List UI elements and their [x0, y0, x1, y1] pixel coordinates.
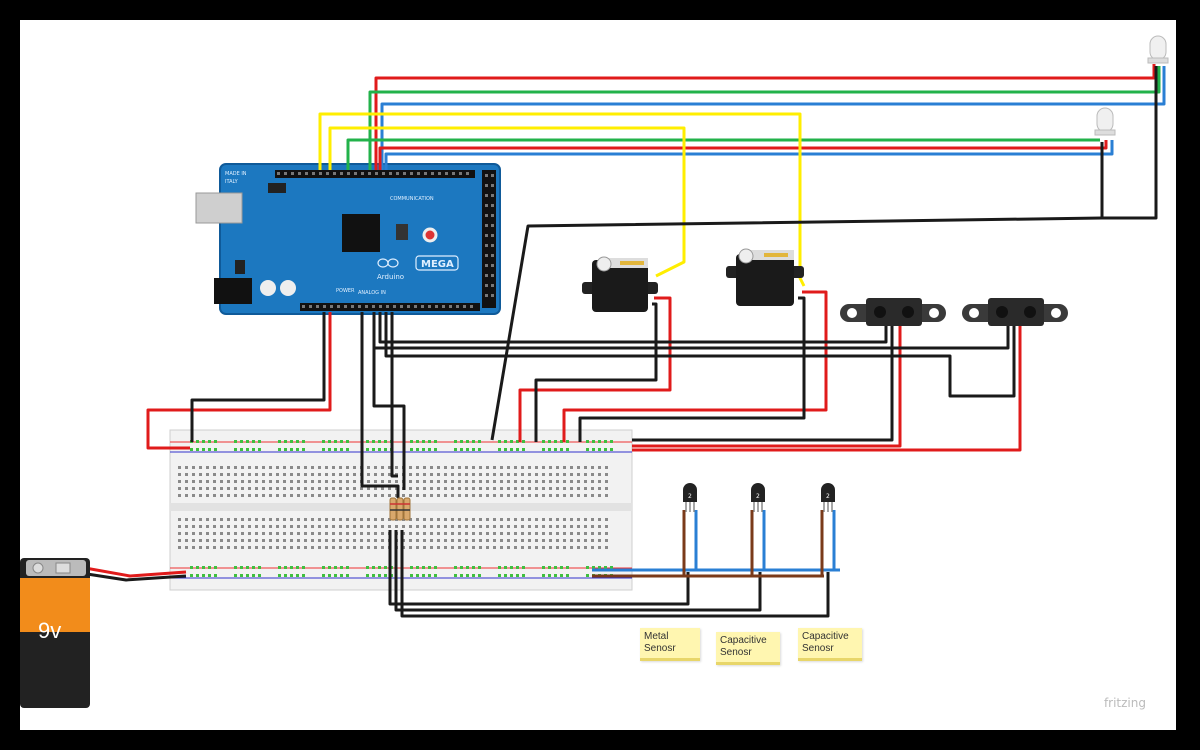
transistor-2: 2 — [751, 483, 765, 512]
wire-red-servo2 — [562, 290, 828, 442]
transistor-label: 2 — [688, 493, 692, 500]
rgb-led-2 — [1094, 107, 1116, 136]
battery-9v: 9v — [20, 558, 90, 708]
wire-green-led2 — [346, 138, 1100, 170]
svg-text:COMMUNICATION: COMMUNICATION — [390, 196, 434, 202]
wire-yellow-servo1 — [328, 126, 686, 278]
wire-black-servo1 — [534, 302, 658, 442]
transistors: 2 2 2 — [683, 483, 835, 512]
wire-black-ir1 — [632, 326, 894, 442]
wire-yellow-servo2 — [318, 112, 806, 287]
wire-black-battery — [73, 570, 187, 582]
svg-text:Arduino: Arduino — [377, 273, 404, 281]
transistor-label: 2 — [826, 493, 830, 500]
wire-black-to-sensor3 — [400, 530, 830, 618]
ir-sensor-2 — [962, 298, 1068, 326]
svg-text:POWER: POWER — [336, 288, 355, 294]
wire-red-ir2 — [632, 326, 1022, 452]
servo-2 — [726, 248, 804, 306]
ir-sensor-1 — [840, 298, 946, 326]
right-header — [482, 170, 496, 308]
svg-text:MEGA: MEGA — [421, 259, 454, 270]
transistor-1: 2 — [683, 483, 697, 512]
wire-red-arduino-5v — [146, 312, 332, 450]
wire-blue-led1 — [380, 66, 1166, 170]
wires — [73, 64, 1166, 618]
wire-red-led2 — [378, 140, 1108, 170]
wire-black-arduino-gnd — [190, 312, 326, 442]
power-jack — [214, 278, 252, 304]
circuit-canvas: MADE IN ITALY COMMUNICATION POWER ANALOG… — [20, 20, 1176, 730]
circuit-diagram: MADE IN ITALY COMMUNICATION POWER ANALOG… — [20, 35, 1169, 708]
wire-black-led-ground — [1100, 66, 1158, 220]
transistor-label: 2 — [756, 493, 760, 500]
arduino-mega-board: MADE IN ITALY COMMUNICATION POWER ANALOG… — [195, 163, 501, 315]
microcontroller-chip — [342, 214, 380, 252]
wire-black-ground-rail — [490, 216, 1103, 441]
arduino-logo: Arduino — [377, 258, 404, 281]
wire-red-led1 — [374, 64, 1156, 170]
wire-black-analog-1 — [360, 312, 400, 498]
wire-red-ir1 — [632, 326, 902, 448]
wire-black-ir1-signal — [378, 312, 888, 344]
wire-black-servo2 — [578, 296, 806, 442]
resistors — [389, 497, 411, 521]
wire-green-led1 — [368, 66, 1161, 170]
wire-black-analog-2 — [372, 312, 406, 490]
svg-text:MADE IN: MADE IN — [225, 171, 247, 177]
wire-black-to-sensor1 — [388, 530, 690, 606]
bottom-header — [300, 303, 480, 311]
svg-text:ITALY: ITALY — [225, 179, 239, 185]
wire-blue-led2 — [384, 140, 1114, 170]
usb-port — [195, 192, 243, 224]
svg-text:ANALOG IN: ANALOG IN — [358, 290, 386, 296]
fritzing-watermark: fritzing — [1103, 696, 1146, 710]
battery-label: 9v — [38, 618, 61, 643]
rgb-led-1 — [1147, 35, 1169, 64]
wire-red-battery — [73, 564, 187, 578]
servo-1 — [582, 256, 658, 312]
reset-button — [422, 227, 438, 243]
wire-red-servo1 — [518, 296, 672, 442]
wire-black-to-sensor2 — [394, 530, 762, 612]
transistor-3: 2 — [821, 483, 835, 512]
wire-black-analog-3 — [390, 312, 398, 478]
